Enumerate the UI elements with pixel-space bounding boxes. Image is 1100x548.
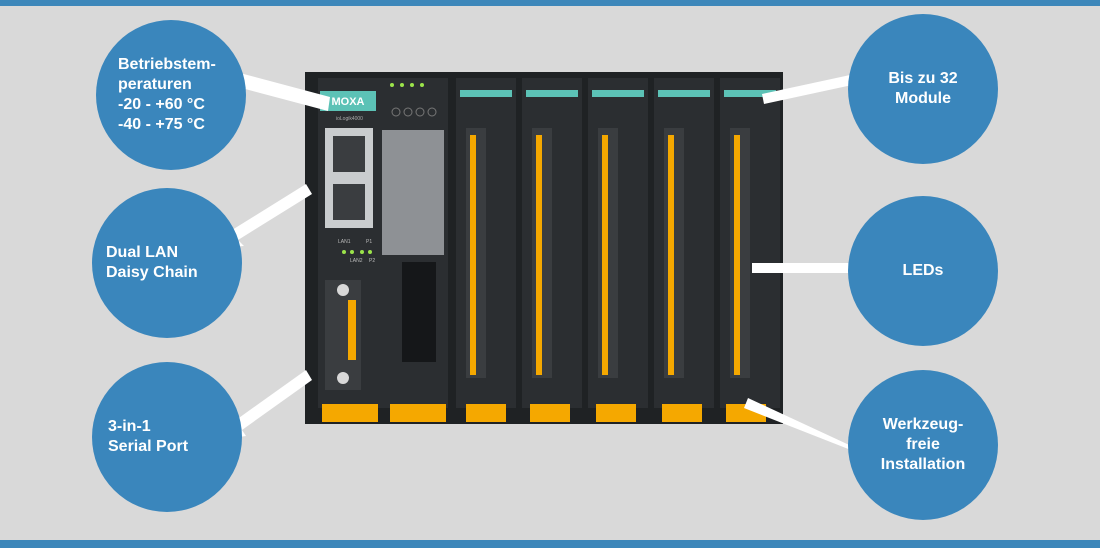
svg-text:LAN2: LAN2	[350, 258, 363, 264]
io-module-1	[456, 78, 516, 422]
io-module-2	[522, 78, 582, 422]
feature-temperature-circle: Betriebstem- peraturen -20 - +60 °C -40 …	[96, 20, 246, 170]
io-module-4	[654, 78, 714, 422]
feature-installation-circle: Werkzeug- freie Installation	[848, 370, 998, 520]
feature-serial-circle: 3-in-1 Serial Port	[92, 362, 242, 512]
feature-leds-circle: LEDs	[848, 196, 998, 346]
top-border	[0, 0, 1100, 6]
model-label: ioLogik4000	[336, 116, 363, 122]
io-module-3	[588, 78, 648, 422]
svg-text:P1: P1	[366, 239, 372, 245]
feature-lan-circle: Dual LAN Daisy Chain	[92, 188, 242, 338]
svg-text:P2: P2	[369, 258, 375, 264]
io-module-5	[720, 78, 780, 422]
io-modules	[456, 78, 780, 422]
moxa-logo: MOXA	[332, 96, 365, 108]
bottom-border	[0, 540, 1100, 548]
power-connector	[402, 262, 436, 362]
feature-modules-circle: Bis zu 32 Module	[848, 14, 998, 164]
svg-text:LAN1: LAN1	[338, 239, 351, 245]
